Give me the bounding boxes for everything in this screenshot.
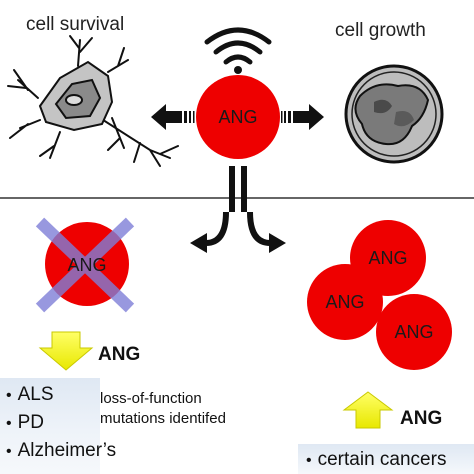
down-arrow-icon (38, 331, 94, 371)
annotation-line-2: mutations identifed (100, 410, 226, 427)
ang-cluster-top-label: ANG (368, 248, 407, 268)
up-arrow-icon (342, 391, 394, 429)
ang-center-circle (196, 75, 280, 159)
disease-item-alzheimers: •Alzheimer’s (6, 440, 117, 461)
annotation-line-1: loss-of-function (100, 390, 202, 407)
disease-item-als: •ALS (6, 384, 54, 405)
split-arrow-icon (190, 166, 286, 253)
neuron-icon (7, 35, 179, 167)
right-arrow-icon (281, 104, 324, 130)
disease-item-pd: •PD (6, 412, 45, 433)
ang-cluster-left-label: ANG (325, 292, 364, 312)
ang-center-label: ANG (218, 107, 257, 127)
decrease-ang-label: ANG (98, 344, 141, 365)
neuro-disease-panel: •ALS •PD •Alzheimer’s (0, 378, 116, 474)
ang-cluster-circle-right (376, 294, 452, 370)
cell-survival-label: cell survival (26, 14, 125, 35)
ang-cluster-right-label: ANG (394, 322, 433, 342)
increase-ang-label: ANG (400, 408, 443, 429)
left-arrow-icon (151, 104, 195, 130)
cell-growth-label: cell growth (335, 20, 426, 41)
disease-item-cancers: •certain cancers (306, 449, 447, 470)
ang-cluster-circle-left (307, 264, 383, 340)
ang-inhibited-label: ANG (67, 255, 106, 275)
cell-icon (344, 64, 444, 164)
cross-icon (35, 217, 135, 313)
signal-icon (204, 27, 272, 74)
cancer-panel: •certain cancers (298, 444, 474, 474)
